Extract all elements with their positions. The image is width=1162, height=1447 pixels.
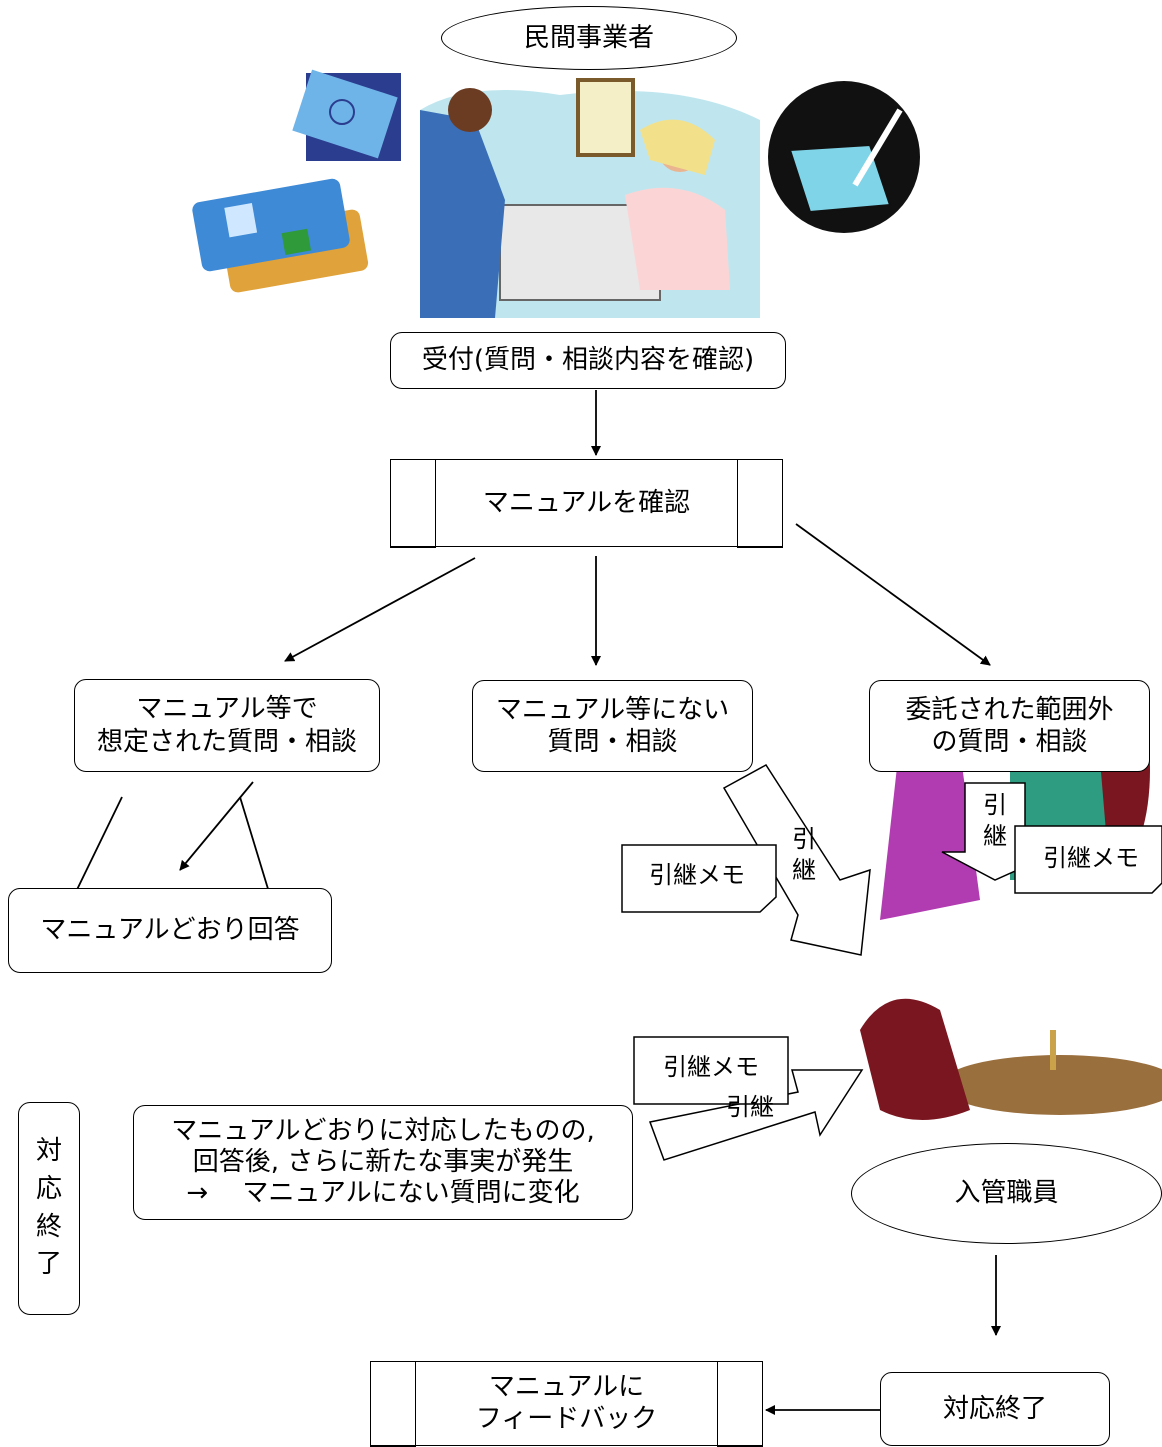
arrow-answer-to-end xyxy=(70,796,123,903)
handover-label-right: 引 継 xyxy=(983,791,1007,851)
passport-icon xyxy=(292,69,401,161)
arrow-anticipated-to-answer xyxy=(179,781,254,871)
node-feedback: マニュアルに フィードバック xyxy=(370,1360,763,1447)
node-answer-per-manual: マニュアルどおり回答 xyxy=(8,888,332,973)
node-reception: 受付(質問・相談内容を確認) xyxy=(390,332,786,389)
signing-document-icon xyxy=(768,81,920,233)
node-new-facts: マニュアルどおりに対応したものの, 回答後, さらに新たな事実が発生 → マニュ… xyxy=(133,1105,633,1220)
handover-arrow-middle xyxy=(722,764,871,956)
memo-note-lower xyxy=(633,1036,789,1105)
node-immigration-staff: 入管職員 xyxy=(851,1143,1162,1244)
memo-label-right: 引継メモ xyxy=(1043,844,1139,872)
node-out-of-scope: 委託された範囲外 の質問・相談 xyxy=(869,680,1150,772)
memo-note-middle xyxy=(621,844,777,913)
node-private-operator: 民間事業者 xyxy=(441,6,737,70)
arrow-manual-to-out-of-scope xyxy=(795,523,991,666)
arrow-manual-to-anticipated xyxy=(284,557,476,662)
connector-lines xyxy=(70,390,1001,1415)
memo-note-right xyxy=(1014,825,1162,894)
memo-label-middle: 引継メモ xyxy=(649,861,745,889)
handover-arrow-lower xyxy=(648,1069,864,1161)
memo-notes xyxy=(621,825,1162,1105)
arrow-answer-to-new-facts xyxy=(239,796,275,903)
id-cards-icon xyxy=(192,178,369,293)
node-end-right: 対応終了 xyxy=(880,1372,1110,1446)
memo-label-lower: 引継メモ xyxy=(663,1053,759,1081)
node-end-left: 対 応 終 了 xyxy=(18,1102,80,1315)
handover-label-lower: 引継 xyxy=(726,1093,774,1121)
reception-desk-clipart xyxy=(420,78,760,318)
node-check-manual: マニュアルを確認 xyxy=(390,458,783,548)
handover-label-middle: 引 継 xyxy=(792,825,816,885)
node-not-in-manual: マニュアル等にない 質問・相談 xyxy=(472,680,753,772)
node-anticipated: マニュアル等で 想定された質問・相談 xyxy=(74,679,380,772)
